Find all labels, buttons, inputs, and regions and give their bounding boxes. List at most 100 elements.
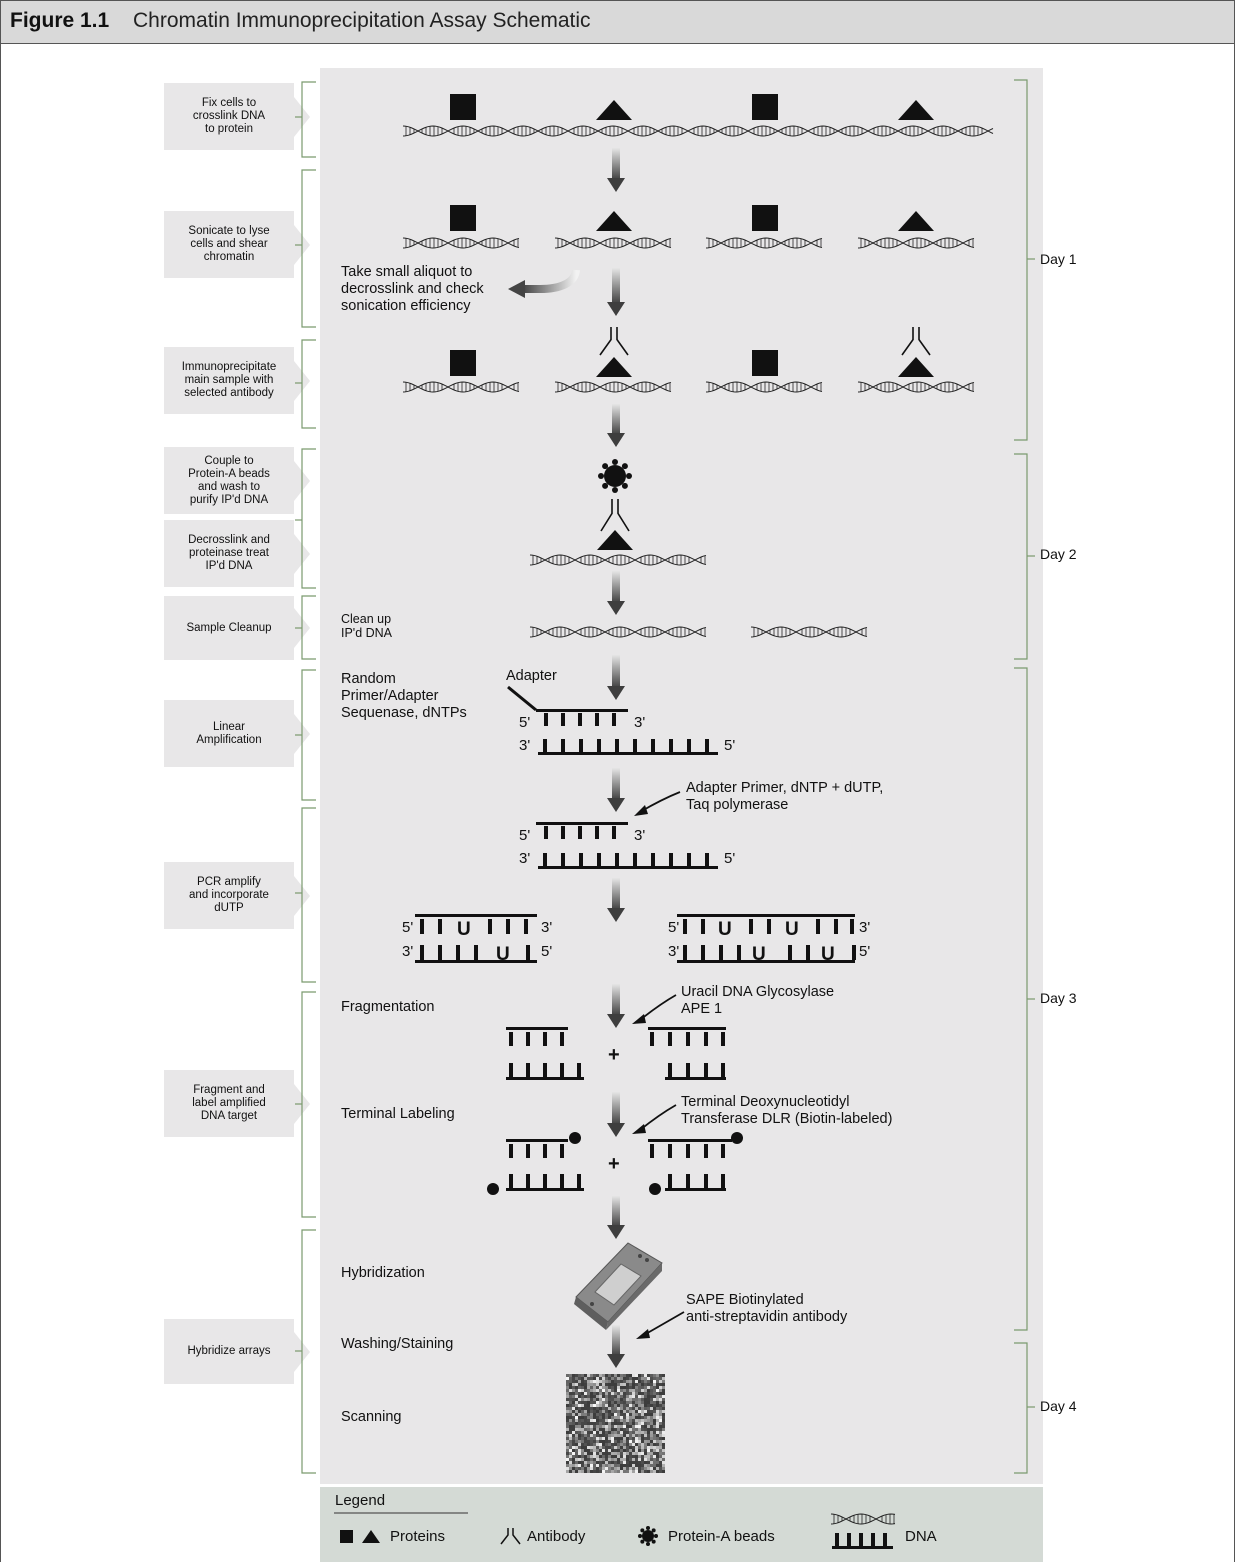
process-arrow [607, 768, 625, 812]
labeled-strand [665, 1188, 726, 1191]
terminal-transferase-note: Terminal Deoxynucleotidyl Transferase DL… [681, 1094, 893, 1127]
pointer-arrow-head [634, 805, 648, 816]
protein-triangle [596, 357, 632, 377]
biotin-label [649, 1183, 661, 1195]
scanning-label: Scanning [341, 1409, 402, 1425]
dutp-strand-left-top [415, 914, 537, 917]
day-bracket [1014, 453, 1028, 660]
legend-protein-triangle-icon [362, 1530, 380, 1543]
strand-label: 5' [519, 827, 531, 844]
aliquot-arrow-head [508, 280, 525, 298]
step-bracket [301, 81, 316, 158]
base-tooth [544, 826, 548, 839]
process-arrow [607, 268, 625, 316]
base-tooth [686, 1144, 690, 1158]
protein-square [752, 205, 778, 231]
dna-helix-crosslinked [402, 125, 994, 137]
step-bracket [301, 807, 316, 983]
base-tooth [683, 919, 687, 934]
adapter-label: Adapter [506, 668, 557, 684]
base-tooth [806, 945, 810, 960]
base-tooth [509, 1144, 513, 1158]
aliquot-note: Take small aliquot to decrosslink and ch… [341, 264, 484, 314]
dutp-strand-right-top [677, 914, 855, 917]
step-decrosslink: Decrosslink and proteinase treat IP'd DN… [164, 520, 310, 587]
legend-dna-helix-icon [830, 1513, 896, 1525]
base-tooth [543, 1063, 547, 1077]
process-arrow [607, 984, 625, 1028]
dna-fragment-clean [529, 626, 707, 638]
protein-triangle [898, 100, 934, 120]
terminal-labeling-label: Terminal Labeling [341, 1106, 455, 1122]
base-tooth [850, 919, 854, 934]
figure-number: Figure 1.1 [10, 9, 110, 32]
base-tooth [438, 919, 442, 934]
dna-fragment [554, 237, 672, 249]
strand-label: 3' [541, 919, 553, 936]
day-bracket [1014, 1342, 1028, 1474]
strand-label: 5' [668, 919, 680, 936]
step-immunoprecipitate: Immunoprecipitate main sample with selec… [164, 347, 310, 414]
base-tooth [683, 945, 687, 960]
day-3-label: Day 3 [1040, 990, 1077, 1006]
base-tooth [560, 1144, 564, 1158]
base-tooth [526, 1144, 530, 1158]
adapter-strand [536, 709, 628, 712]
uracil-letter: U [496, 944, 510, 965]
sape-note: SAPE Biotinylated anti-streptavidin anti… [686, 1292, 848, 1325]
fragment-strand [506, 1077, 584, 1080]
strand-label: 3' [402, 943, 414, 960]
protein-square [450, 205, 476, 231]
legend-dna-strand-icon [832, 1533, 893, 1549]
hybridization-label: Hybridization [341, 1265, 425, 1281]
fragmentation-label: Fragmentation [341, 999, 435, 1015]
cleanup-note: Clean up IP'd DNA [341, 612, 393, 640]
base-tooth [560, 1174, 564, 1188]
strand-label: 5' [519, 714, 531, 731]
protein-triangle [597, 530, 633, 550]
antibody [901, 327, 931, 356]
schematic-panel [320, 68, 1043, 1484]
process-arrow [607, 571, 625, 615]
step-bracket [301, 595, 316, 660]
plus-sign: + [608, 1153, 620, 1175]
step-bracket [301, 448, 316, 589]
fragment-strand [506, 1027, 568, 1030]
pointer-arrow-head [636, 1329, 650, 1339]
process-arrow [607, 1325, 625, 1368]
legend-panel [320, 1487, 1043, 1562]
base-tooth [524, 919, 528, 934]
base-tooth [595, 826, 599, 839]
fragment-strand [648, 1027, 726, 1030]
base-tooth [438, 945, 442, 960]
base-tooth [668, 1063, 672, 1077]
base-tooth [561, 713, 565, 726]
base-tooth [686, 1063, 690, 1077]
washing-label: Washing/Staining [341, 1336, 454, 1352]
primer-strand [536, 822, 628, 825]
base-tooth [612, 826, 616, 839]
protein-triangle [596, 211, 632, 231]
uracil-letter: U [457, 919, 471, 940]
legend-antibody-icon [500, 1528, 521, 1545]
strand-label: 5' [724, 737, 736, 754]
process-arrow [607, 878, 625, 922]
antibody [599, 327, 629, 356]
process-arrow [607, 404, 625, 447]
strand-label: 5' [859, 943, 871, 960]
protein-a-bead [598, 459, 632, 493]
labeled-strand [506, 1188, 584, 1191]
labeled-strand [648, 1139, 732, 1142]
strand-label: 3' [634, 714, 646, 731]
base-tooth [686, 1032, 690, 1046]
scan-image [566, 1374, 665, 1473]
pointer-arrow-head [632, 1014, 646, 1024]
dna-fragment-ip [529, 554, 707, 566]
base-tooth [852, 945, 856, 960]
dna-fragment-clean [750, 626, 868, 638]
legend-proteins: Proteins [390, 1528, 446, 1545]
base-tooth [595, 713, 599, 726]
dna-fragment [554, 381, 672, 393]
day-1-label: Day 1 [1040, 251, 1077, 267]
base-tooth [526, 1032, 530, 1046]
